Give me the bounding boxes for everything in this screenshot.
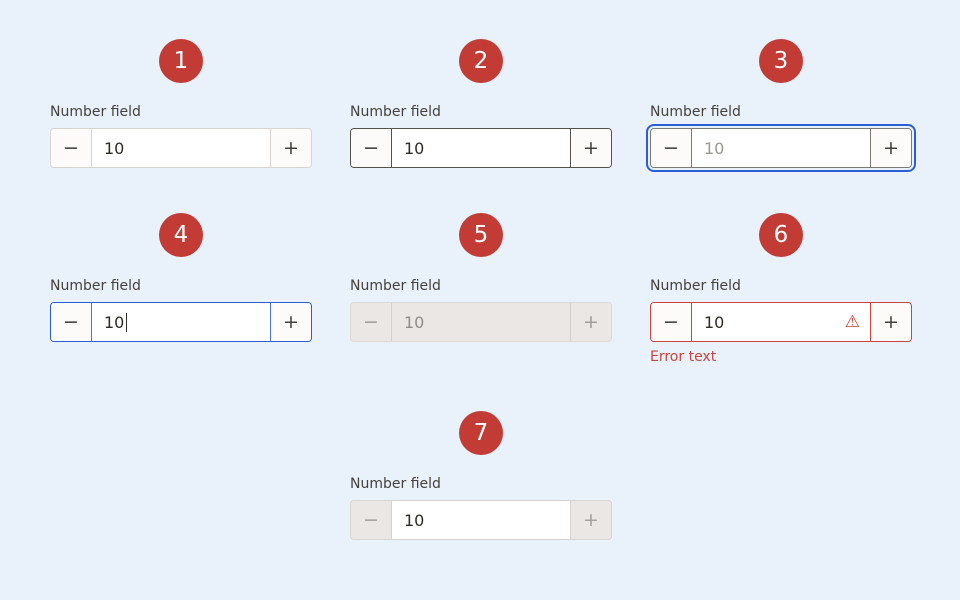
decrement-button: − <box>351 501 391 539</box>
field-label: Number field <box>350 278 441 294</box>
text-cursor <box>126 312 128 332</box>
input-value: 10 <box>404 510 425 530</box>
number-input[interactable]: 10 ⚠ <box>691 129 871 167</box>
decrement-button[interactable]: − <box>651 303 691 341</box>
number-stepper: − 10 ⚠ + <box>350 302 612 342</box>
input-value: 10 <box>404 312 425 332</box>
number-stepper: − 10 ⚠ + <box>50 302 312 342</box>
number-input[interactable]: 10 ⚠ <box>391 501 571 539</box>
decrement-button[interactable]: − <box>51 129 91 167</box>
number-stepper: − 10 ⚠ + <box>50 128 312 168</box>
number-input[interactable]: 10 ⚠ <box>391 129 571 167</box>
step-badge: 7 <box>459 411 503 455</box>
step-badge: 5 <box>459 213 503 257</box>
error-text: Error text <box>650 349 717 365</box>
step-badge: 6 <box>759 213 803 257</box>
input-value: 10 <box>404 138 425 158</box>
step-badge: 4 <box>159 213 203 257</box>
step-badge: 3 <box>759 39 803 83</box>
number-field-example-3: 3 Number field − 10 ⚠ + <box>646 39 916 172</box>
field-label: Number field <box>650 104 741 120</box>
decrement-button: − <box>351 303 391 341</box>
number-field-example-4: 4 Number field − 10 ⚠ + <box>50 213 312 342</box>
number-stepper: − 10 ⚠ + <box>350 500 612 540</box>
decrement-button[interactable]: − <box>651 129 691 167</box>
number-stepper: − 10 ⚠ + <box>646 124 916 172</box>
number-field-example-6: 6 Number field − 10 ⚠ + Error text <box>650 213 912 365</box>
warning-icon: ⚠ <box>844 311 860 332</box>
step-badge: 1 <box>159 39 203 83</box>
field-label: Number field <box>350 104 441 120</box>
increment-button[interactable]: + <box>271 303 311 341</box>
number-field-example-7: 7 Number field − 10 ⚠ + <box>350 411 612 540</box>
number-stepper: − 10 ⚠ + <box>350 128 612 168</box>
number-field-example-5: 5 Number field − 10 ⚠ + <box>350 213 612 342</box>
number-field-example-1: 1 Number field − 10 ⚠ + <box>50 39 312 168</box>
field-label: Number field <box>50 278 141 294</box>
increment-button: + <box>571 501 611 539</box>
number-input[interactable]: 10 ⚠ <box>91 129 271 167</box>
increment-button[interactable]: + <box>271 129 311 167</box>
field-label: Number field <box>50 104 141 120</box>
number-input[interactable]: 10 ⚠ <box>91 303 271 341</box>
step-badge: 2 <box>459 39 503 83</box>
field-label: Number field <box>350 476 441 492</box>
input-placeholder: 10 <box>704 138 725 158</box>
number-field-example-2: 2 Number field − 10 ⚠ + <box>350 39 612 168</box>
decrement-button[interactable]: − <box>51 303 91 341</box>
increment-button[interactable]: + <box>571 129 611 167</box>
increment-button[interactable]: + <box>871 303 911 341</box>
field-label: Number field <box>650 278 741 294</box>
input-value: 10 <box>104 312 125 332</box>
number-input[interactable]: 10 ⚠ <box>691 303 871 341</box>
increment-button: + <box>571 303 611 341</box>
input-value: 10 <box>704 312 725 332</box>
increment-button[interactable]: + <box>871 129 911 167</box>
decrement-button[interactable]: − <box>351 129 391 167</box>
number-input: 10 ⚠ <box>391 303 571 341</box>
input-value: 10 <box>104 138 125 158</box>
number-stepper: − 10 ⚠ + <box>650 302 912 342</box>
